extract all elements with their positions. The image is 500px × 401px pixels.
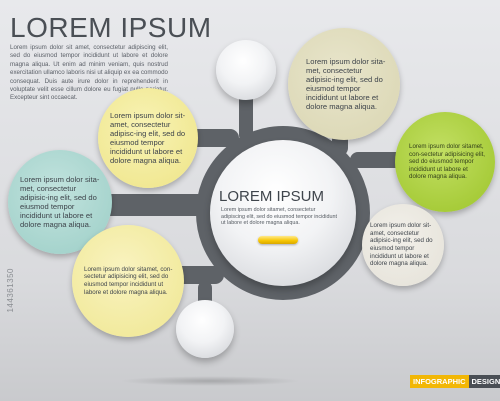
- node-green-right-text: Lorem ipsum dolor sitamet, con-sectetur …: [409, 143, 486, 181]
- center-highlight-bar: [258, 236, 298, 244]
- center-title: LOREM IPSUM: [219, 188, 325, 205]
- top-white-ball: [216, 40, 276, 100]
- page-title: LOREM IPSUM: [10, 12, 212, 43]
- node-yellow-top-text: Lorem ipsum dolor sit-amet, consectetur …: [110, 111, 186, 165]
- floor-shadow: [120, 376, 300, 386]
- center-body: Lorem ipsum dolor sitamet, consectetur a…: [221, 207, 337, 227]
- node-teal-left-text: Lorem ipsum dolor sita-met, consectetur …: [20, 175, 100, 229]
- infographic-design-logo: INFOGRAPHIC DESIGN: [410, 374, 500, 388]
- stock-id-label: 144361350: [6, 268, 15, 313]
- node-green-right: Lorem ipsum dolor sitamet, con-sectetur …: [395, 112, 495, 212]
- intro-paragraph: Lorem ipsum dolor sit amet, consectetur …: [10, 44, 168, 102]
- logo-right-text: DESIGN: [468, 374, 500, 388]
- node-khaki-top: Lorem ipsum dolor sita-met, consectetur …: [288, 28, 400, 140]
- node-yellow-bottom-text: Lorem ipsum dolor sitamet, con-sectetur …: [84, 265, 173, 296]
- node-grey-right: Lorem ipsum dolor sit-amet, consectetur …: [362, 204, 444, 286]
- logo-left-text: INFOGRAPHIC: [410, 374, 469, 388]
- node-yellow-bottom: Lorem ipsum dolor sitamet, con-sectetur …: [72, 225, 184, 337]
- bottom-white-ball: [176, 300, 234, 358]
- center-circle: [210, 140, 356, 286]
- node-grey-right-text: Lorem ipsum dolor sit-amet, consectetur …: [370, 222, 433, 268]
- node-khaki-top-text: Lorem ipsum dolor sita-met, consectetur …: [306, 57, 386, 111]
- node-yellow-top: Lorem ipsum dolor sit-amet, consectetur …: [98, 88, 198, 188]
